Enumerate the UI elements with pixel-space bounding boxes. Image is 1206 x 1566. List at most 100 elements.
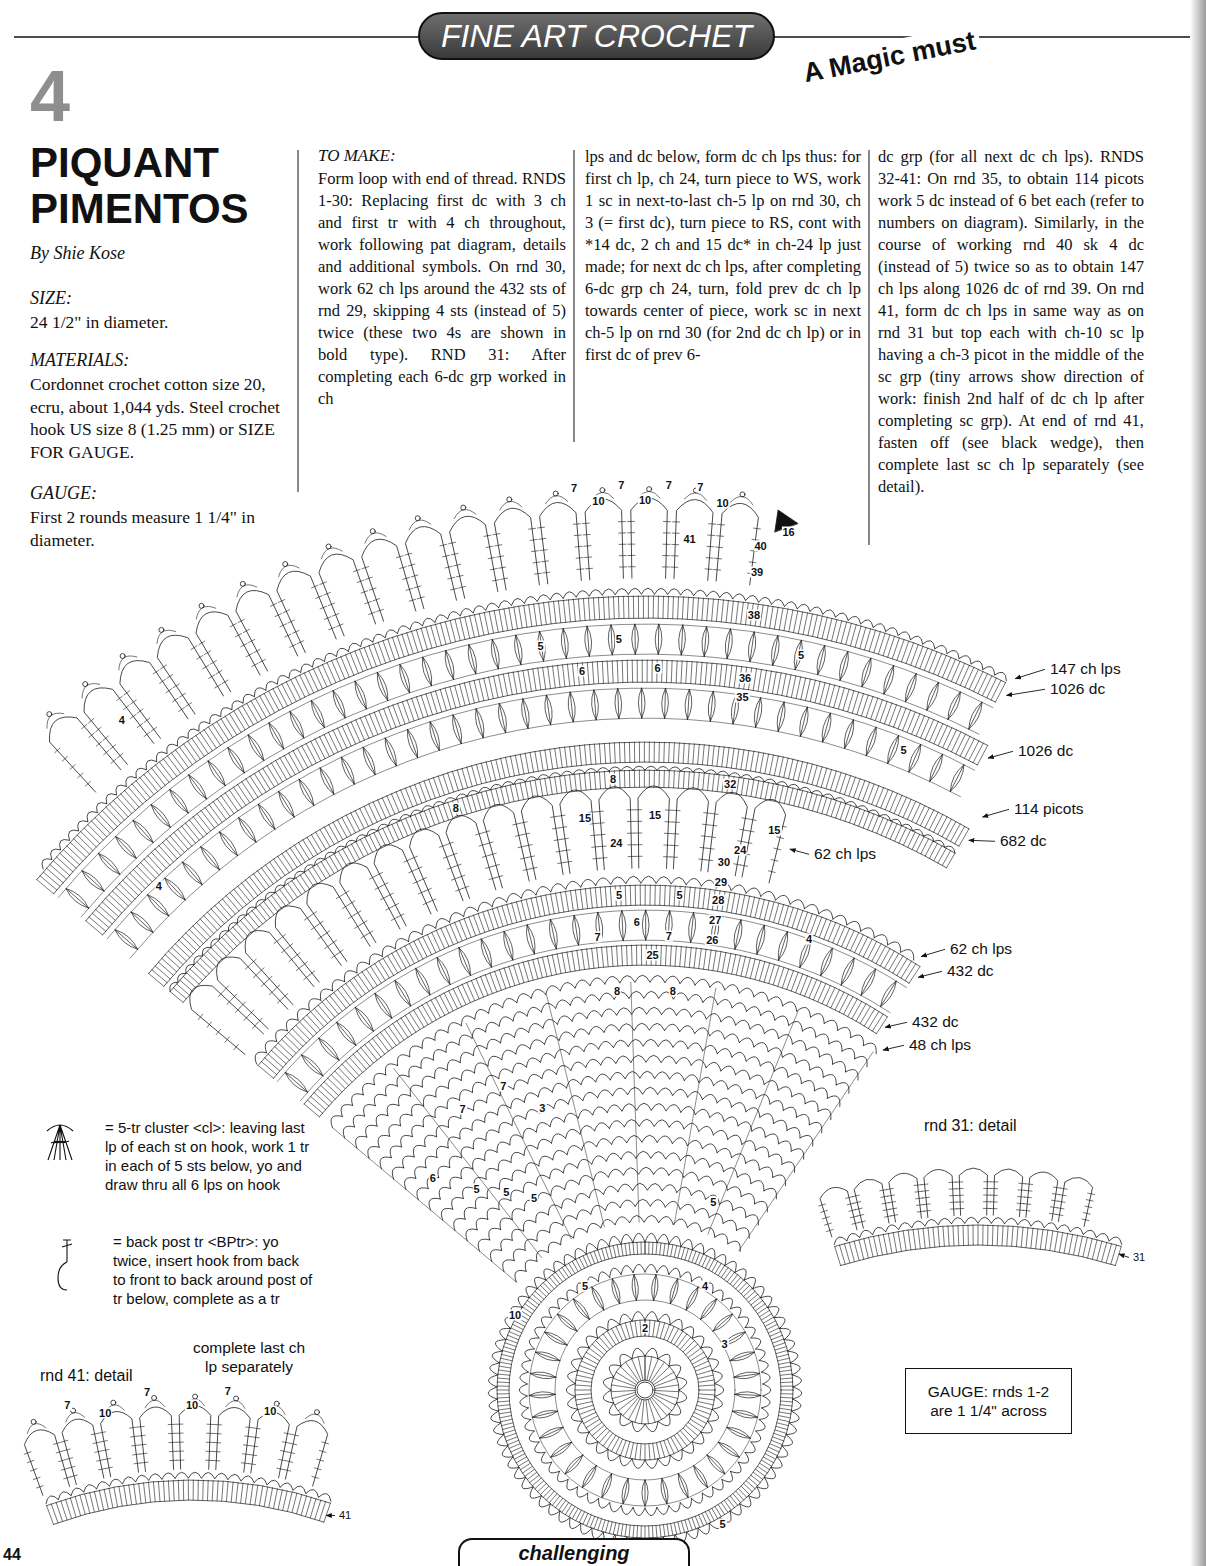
- stitch-symbols: [47, 1125, 73, 1290]
- round-line: [130, 718, 960, 958]
- round-line: [86, 660, 988, 921]
- leader-arrow: [969, 840, 995, 841]
- chart-number: 5: [676, 890, 684, 901]
- page-title: PIQUANT PIMENTOS: [30, 140, 300, 232]
- picot: [199, 603, 204, 608]
- chart-number: 3: [721, 1339, 729, 1350]
- leader-arrow: [1015, 669, 1045, 678]
- chart-number: 3: [538, 1103, 546, 1114]
- tr-cluster: [285, 910, 896, 1092]
- gauge-box: GAUGE: rnds 1-2 are 1 1/4" across: [905, 1368, 1072, 1434]
- round-line: [304, 945, 887, 1104]
- picot: [152, 1395, 157, 1400]
- chain-loops: [380, 1039, 840, 1169]
- leader-arrow: [918, 971, 942, 977]
- chain-loops: [331, 975, 876, 1128]
- chart-number: 10: [638, 495, 652, 506]
- dc-stitch-row: [149, 742, 969, 986]
- instructions: Form loop with end of thread. RNDS 1-30:…: [318, 168, 566, 410]
- chain-loops: [429, 1103, 804, 1210]
- round-line: [183, 787, 946, 1002]
- chart-number: 5: [536, 641, 544, 652]
- chain-loops: [368, 1023, 849, 1159]
- leader-arrow: [921, 949, 945, 956]
- chart-number: 10: [98, 1407, 112, 1418]
- chain-loops: [441, 1119, 794, 1220]
- stitch-marks: [24, 1399, 328, 1488]
- chart-number: 10: [508, 1310, 522, 1321]
- round-line: [54, 1500, 324, 1524]
- chart-number: 6: [654, 663, 662, 674]
- stitch-count: 62 ch lps: [812, 845, 878, 864]
- chain-loops: [478, 1167, 767, 1251]
- leader-arrow: [1119, 1254, 1129, 1257]
- dc-stitch-row: [575, 1320, 715, 1460]
- chain-loops: [603, 1348, 687, 1432]
- chart-number: 7: [224, 1386, 232, 1397]
- chart-number: 2: [641, 1323, 649, 1334]
- chart-number: 6: [578, 665, 586, 676]
- stitch-count: 1026 dc: [1016, 742, 1075, 761]
- dc-stitch-row: [170, 770, 955, 1002]
- leader-arrow: [883, 1045, 904, 1050]
- chart-number: 38: [747, 609, 761, 620]
- chart-number: 5: [581, 1281, 589, 1292]
- leader-arrow: [988, 751, 1013, 758]
- pineapple-guide: [333, 982, 874, 1282]
- chain-loops: [392, 1055, 831, 1179]
- chart-number: 24: [609, 837, 623, 848]
- dc-chain-loop: [49, 498, 758, 792]
- chart-number: 10: [263, 1406, 277, 1417]
- dc-chain-loop: [820, 1168, 1093, 1237]
- dc-stitch-row: [37, 596, 1006, 894]
- chart-number: 28: [711, 895, 725, 906]
- chart-number: 29: [714, 876, 728, 887]
- round-line: [635, 1380, 655, 1400]
- round-line: [555, 1300, 735, 1480]
- chart-number: 15: [767, 824, 781, 835]
- chart-number: 10: [185, 1400, 199, 1411]
- dc-stitch-row: [497, 1242, 793, 1538]
- tr-cluster: [529, 1275, 761, 1507]
- chart-number: 6: [429, 1172, 437, 1183]
- chart-number: 27: [708, 915, 722, 926]
- chart-number: 4: [805, 933, 813, 944]
- chart-number: 4: [155, 881, 163, 892]
- leader-lines: [326, 669, 1129, 1515]
- detail-note: complete last ch lp separately: [186, 1338, 312, 1376]
- rule-line: [770, 36, 1192, 38]
- leader-arrow: [790, 849, 809, 854]
- round-line: [149, 742, 969, 974]
- picot: [83, 682, 88, 687]
- tr-cluster: [115, 688, 964, 949]
- detail-title: rnd 41: detail: [38, 1366, 135, 1385]
- stitch-marks: [47, 491, 760, 786]
- chart-number: 5: [502, 1186, 510, 1197]
- chart-number: 25: [645, 950, 659, 961]
- chain-loops: [343, 991, 867, 1138]
- instructions: dc grp (for all next dc ch lps). RNDS 32…: [878, 146, 1144, 498]
- materials-text: Cordonnet crochet cotton size 20, ecru, …: [30, 373, 302, 463]
- stitch-count: 114 picots: [1012, 800, 1086, 819]
- chart-number: 4: [118, 715, 126, 726]
- chart-number: 8: [452, 802, 460, 813]
- round-line: [170, 770, 955, 991]
- chart-number: 7: [665, 480, 673, 491]
- legend-text: = 5-tr cluster <cl>: leaving last lp of …: [105, 1118, 310, 1194]
- chain-loops: [490, 1183, 758, 1261]
- stitch-marks: [198, 810, 786, 1050]
- chain-loops: [515, 1215, 740, 1282]
- pattern-number: 4: [30, 60, 70, 132]
- chart-number: 36: [738, 672, 752, 683]
- difficulty-banner: challenging: [458, 1538, 690, 1566]
- round-line: [47, 1480, 331, 1506]
- chart-number: 5: [718, 1519, 726, 1530]
- round-line: [575, 1320, 715, 1460]
- round-line: [58, 624, 993, 898]
- author: By Shie Kose: [30, 243, 125, 265]
- chart-number: 41: [682, 534, 696, 545]
- binding-shadow: [1190, 0, 1206, 1566]
- cluster-symbol: [47, 1125, 73, 1160]
- picot: [193, 1394, 198, 1399]
